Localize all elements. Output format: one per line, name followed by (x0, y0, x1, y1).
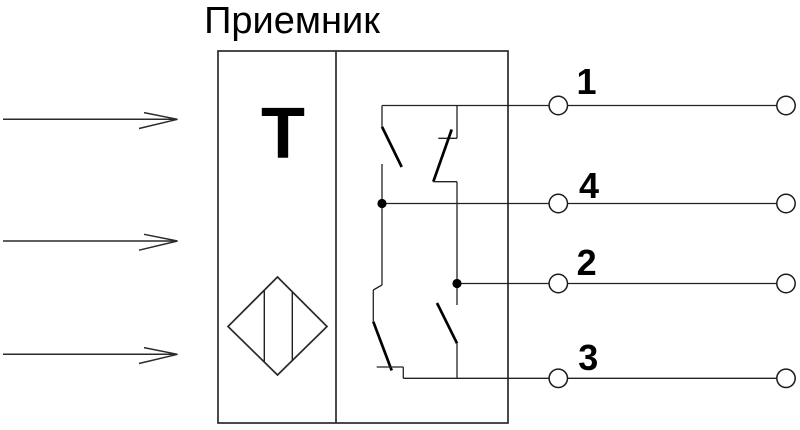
terminal-row-3: 3 (548, 337, 796, 389)
terminal-row-1: 1 (548, 61, 796, 116)
terminal-row-2: 2 (548, 242, 796, 294)
light-arrow-head (138, 233, 178, 251)
photodetector-diamond (226, 275, 329, 377)
contact-blade (372, 321, 393, 371)
contact-jog (372, 284, 383, 291)
receiver-box-outline (217, 50, 509, 424)
terminal-end-circle (776, 95, 796, 116)
terminal-circle (548, 273, 569, 294)
terminal-label: 1 (576, 61, 596, 102)
terminal-circle (548, 193, 569, 214)
diagram-title: Приемник (204, 0, 380, 42)
contact-lower-middle (435, 283, 459, 379)
terminal-rows: 1 4 2 3 (548, 61, 796, 389)
terminal-circle (548, 95, 569, 116)
terminal-end-circle (776, 273, 796, 294)
receiver-box (217, 50, 509, 424)
light-arrow-head (138, 111, 178, 130)
terminal-end-circle (776, 368, 796, 389)
receiver-letter: T (261, 94, 305, 174)
contact-network (372, 104, 549, 379)
light-arrow-1 (3, 111, 178, 130)
junction-dot-terminal-2 (452, 278, 462, 289)
terminal-end-circle (776, 193, 796, 214)
contact-blade (435, 302, 459, 344)
terminal-label: 3 (578, 337, 598, 378)
junction-dot-terminal-4 (377, 198, 387, 209)
light-arrow-3 (3, 346, 178, 365)
light-input-arrows (3, 111, 178, 365)
contact-blade (432, 129, 453, 183)
photodetector-symbol (226, 275, 329, 377)
terminal-label: 2 (577, 242, 597, 283)
contact-blade (380, 126, 403, 168)
terminal-circle (548, 368, 569, 389)
contact-upper-left (380, 105, 403, 285)
contact-upper-right (432, 105, 458, 284)
light-arrow-head (138, 346, 178, 365)
terminal-label: 4 (579, 165, 599, 206)
terminal-row-4: 4 (548, 165, 796, 214)
contact-lower-left (372, 284, 404, 379)
light-arrow-2 (3, 233, 178, 251)
